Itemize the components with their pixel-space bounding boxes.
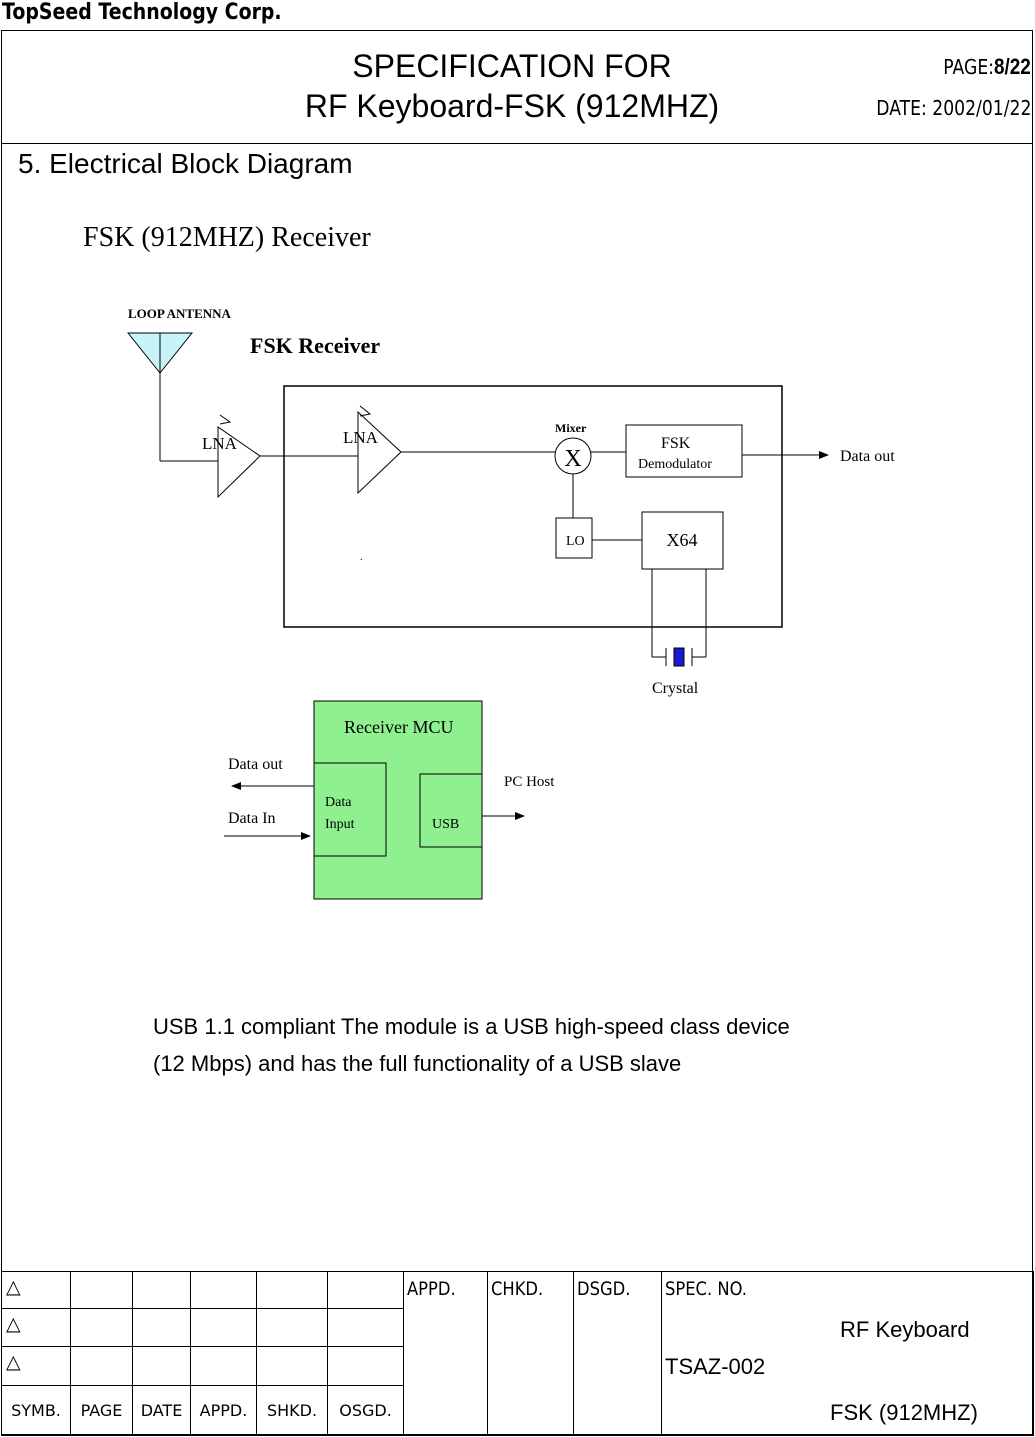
rev1-appd bbox=[190, 1271, 257, 1309]
rev3-page bbox=[70, 1346, 133, 1386]
fsk-demodulator-box bbox=[625, 424, 743, 478]
page-value: 8/22 bbox=[994, 54, 1031, 79]
data-input-line1: Data bbox=[325, 795, 352, 810]
data-in-label: Data In bbox=[228, 810, 276, 827]
x64-multiplier-box bbox=[641, 511, 724, 570]
mixer-label: Mixer bbox=[555, 421, 587, 435]
diagram-subtitle: FSK (912MHZ) Receiver bbox=[83, 222, 371, 253]
section-heading: 5. Electrical Block Diagram bbox=[18, 148, 353, 179]
loop-antenna-label: LOOP ANTENNA bbox=[128, 306, 232, 321]
receiver-mcu-label: Receiver MCU bbox=[344, 717, 453, 737]
rev1-shkd bbox=[256, 1271, 328, 1309]
block-diagram: LOOP ANTENNA FSK Receiver LNA LNA X Mixe… bbox=[126, 306, 895, 900]
usb-label: USB bbox=[432, 817, 459, 832]
rev1-osgd bbox=[327, 1271, 404, 1309]
pc-host-label: PC Host bbox=[504, 774, 555, 790]
col-page: PAGE bbox=[70, 1385, 133, 1436]
rev3-osgd bbox=[327, 1346, 404, 1386]
spec-title-line1: SPECIFICATION FOR bbox=[352, 48, 672, 84]
rev2-appd bbox=[190, 1308, 257, 1347]
col-appd: APPD. bbox=[190, 1385, 257, 1436]
document-date: DATE: 2002/01/22 bbox=[875, 96, 1031, 120]
description-line2: (12 Mbps) and has the full functionality… bbox=[153, 1051, 682, 1076]
revision-table: △ APPD. CHKD. DSGD. SPEC. NO. TSAZ-002 R… bbox=[1, 1271, 1034, 1436]
page-number: PAGE:8/22 bbox=[943, 54, 1031, 80]
appd-label: APPD. bbox=[407, 1278, 456, 1300]
mixer-symbol: X bbox=[564, 446, 581, 472]
chkd-label: CHKD. bbox=[491, 1278, 544, 1300]
rev2-osgd bbox=[327, 1308, 404, 1347]
rev1-date bbox=[132, 1271, 191, 1309]
rf-data-out-label: Data out bbox=[840, 448, 895, 465]
rev3-shkd bbox=[256, 1346, 328, 1386]
receiver-box bbox=[283, 385, 783, 628]
lna2-amplifier-icon bbox=[357, 410, 402, 495]
spec-no-value: TSAZ-002 bbox=[665, 1354, 766, 1379]
x64-label: X64 bbox=[667, 530, 698, 550]
lna2-label: LNA bbox=[343, 428, 379, 447]
revision-symbol-3: △ bbox=[1, 1346, 71, 1386]
rev3-date bbox=[132, 1346, 191, 1386]
fsk-demodulator-line2: Demodulator bbox=[638, 457, 712, 472]
col-shkd: SHKD. bbox=[256, 1385, 328, 1436]
appd-cell: APPD. bbox=[403, 1271, 488, 1436]
lo-box bbox=[555, 517, 593, 559]
product-line2: FSK (912MHZ) bbox=[830, 1400, 978, 1425]
spec-no-cell: SPEC. NO. TSAZ-002 RF Keyboard FSK (912M… bbox=[661, 1271, 1034, 1436]
col-osgd: OSGD. bbox=[327, 1385, 404, 1436]
chkd-cell: CHKD. bbox=[487, 1271, 574, 1436]
usb-box bbox=[419, 773, 483, 848]
crystal-label: Crystal bbox=[652, 680, 699, 697]
fsk-receiver-title: FSK Receiver bbox=[250, 333, 380, 358]
product-line1: RF Keyboard bbox=[840, 1317, 970, 1342]
rev3-appd bbox=[190, 1346, 257, 1386]
data-input-line2: Input bbox=[325, 817, 355, 832]
crystal-icon bbox=[673, 647, 685, 667]
revision-symbol-1: △ bbox=[1, 1271, 71, 1309]
spec-no-label: SPEC. NO. bbox=[665, 1278, 747, 1300]
lo-label: LO bbox=[566, 534, 585, 549]
rev2-page bbox=[70, 1308, 133, 1347]
col-date: DATE bbox=[132, 1385, 191, 1436]
stray-dot: . bbox=[360, 552, 363, 563]
header-divider bbox=[1, 143, 1033, 144]
rev2-date bbox=[132, 1308, 191, 1347]
page-label: PAGE: bbox=[943, 55, 995, 79]
description-line1: USB 1.1 compliant The module is a USB hi… bbox=[153, 1014, 790, 1039]
mcu-data-out-label: Data out bbox=[228, 756, 283, 773]
rev1-page bbox=[70, 1271, 133, 1309]
col-symb: SYMB. bbox=[1, 1385, 71, 1436]
rev2-shkd bbox=[256, 1308, 328, 1347]
data-input-box bbox=[313, 762, 387, 857]
dsgd-label: DSGD. bbox=[577, 1278, 631, 1300]
spec-title-line2: RF Keyboard-FSK (912MHZ) bbox=[304, 88, 720, 124]
lna1-label: LNA bbox=[202, 434, 238, 453]
fsk-demodulator-line1: FSK bbox=[661, 435, 691, 452]
revision-symbol-2: △ bbox=[1, 1308, 71, 1347]
dsgd-cell: DSGD. bbox=[573, 1271, 662, 1436]
company-name: TopSeed Technology Corp. bbox=[2, 0, 282, 25]
lna1-amplifier-icon bbox=[217, 426, 261, 499]
